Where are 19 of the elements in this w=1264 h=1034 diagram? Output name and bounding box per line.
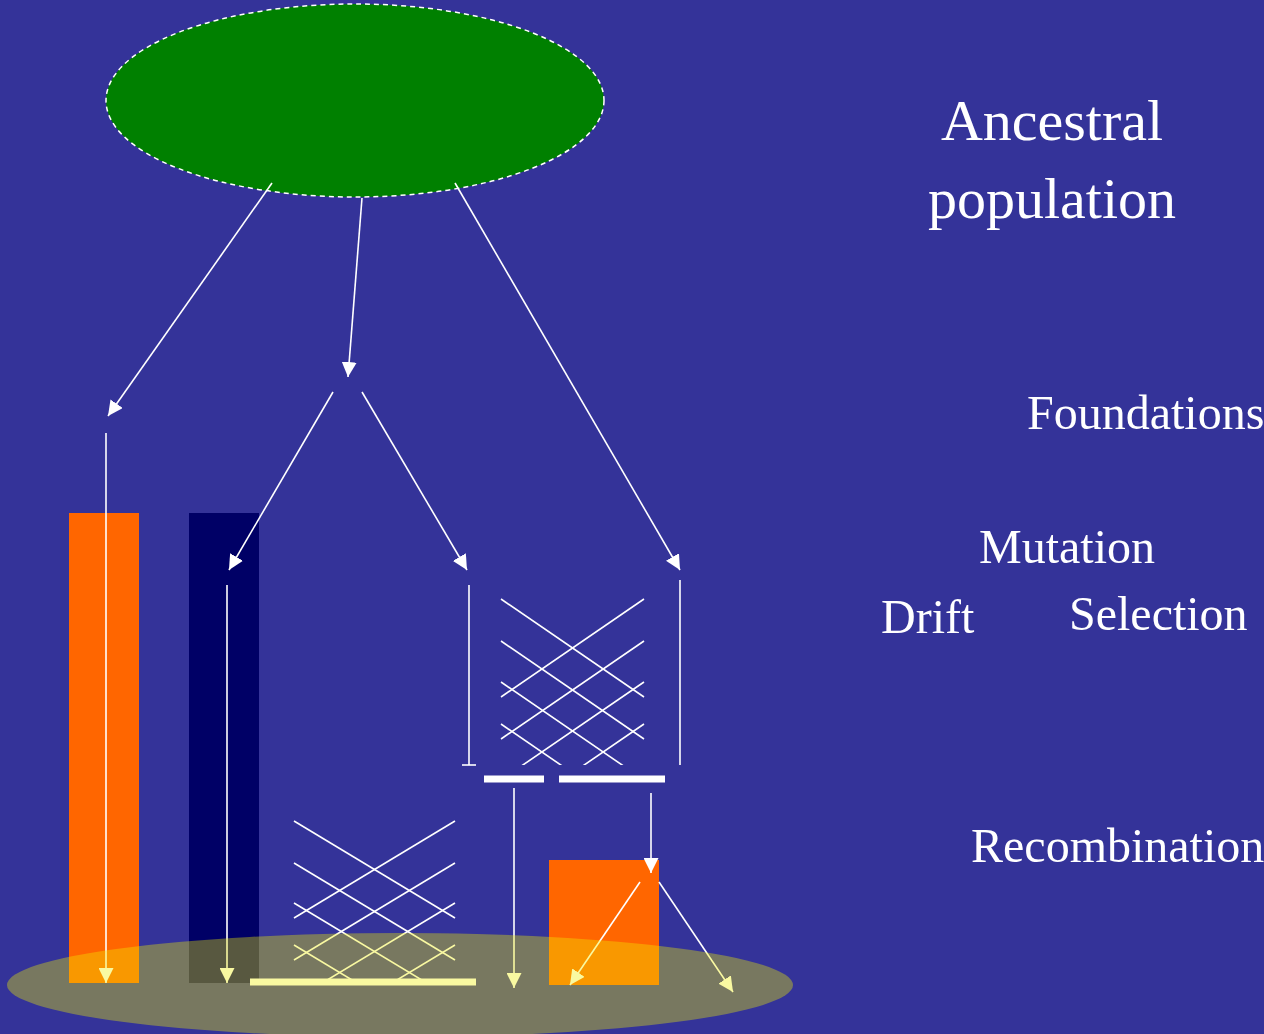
arrow [107, 182, 273, 417]
stage-label: Selection [1069, 586, 1248, 642]
arrow [219, 584, 235, 984]
arrow [341, 197, 363, 378]
stage-label: Recombination [971, 818, 1264, 874]
stage-label: Foundations [1027, 385, 1264, 441]
arrow [98, 432, 114, 984]
population-bar [69, 513, 139, 983]
arrow [454, 182, 681, 571]
arrow [569, 881, 641, 986]
stage-label: Ancestral population [926, 87, 1178, 234]
ancestral-population-ellipse [105, 3, 605, 198]
arrow [658, 881, 734, 993]
arrow [643, 792, 659, 874]
arrow [228, 391, 334, 571]
stage-label: Drift [881, 589, 975, 645]
stage-label: Mutation [979, 519, 1155, 575]
population-bar [189, 513, 259, 983]
population-square [549, 860, 659, 985]
